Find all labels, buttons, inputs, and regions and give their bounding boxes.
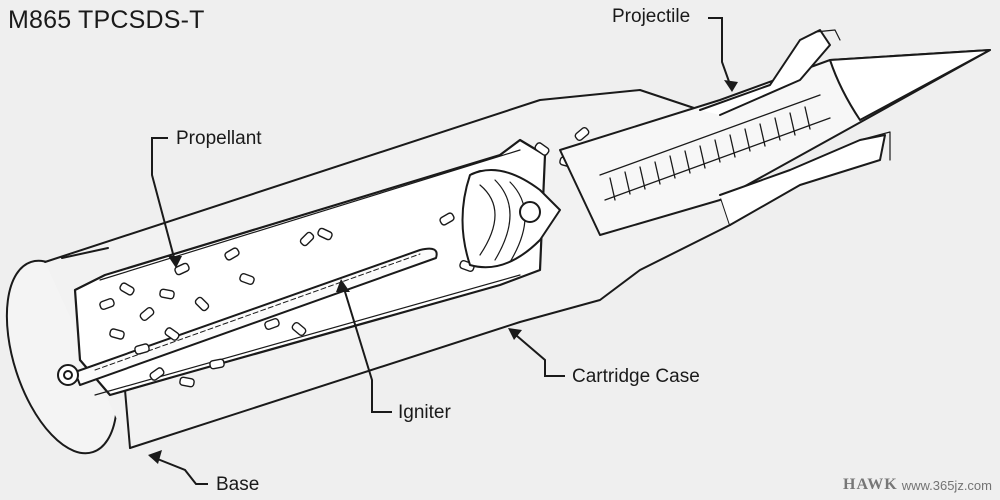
leader-projectile [708,17,733,91]
diagram-title: M865 TPCSDS-T [8,6,205,34]
label-igniter: Igniter [398,402,451,423]
sabot-top [699,29,831,116]
watermark: HAWK www.365jz.com [843,474,992,496]
leader-cartridge-case [509,329,565,377]
label-projectile: Projectile [612,6,691,27]
label-base: Base [216,474,260,495]
watermark-brand: HAWK [843,476,898,493]
sabot-bottom [719,134,886,226]
projectile-nose [829,49,991,121]
leader-igniter [341,281,392,413]
igniter-tube [74,247,438,386]
label-propellant: Propellant [176,128,262,149]
penetrator-threads [599,94,831,201]
leader-propellant [151,137,177,266]
watermark-url: www.365jz.com [901,477,992,493]
leader-base [149,455,208,485]
propellant-grains [99,126,590,388]
label-cartridge-case: Cartridge Case [572,366,700,387]
